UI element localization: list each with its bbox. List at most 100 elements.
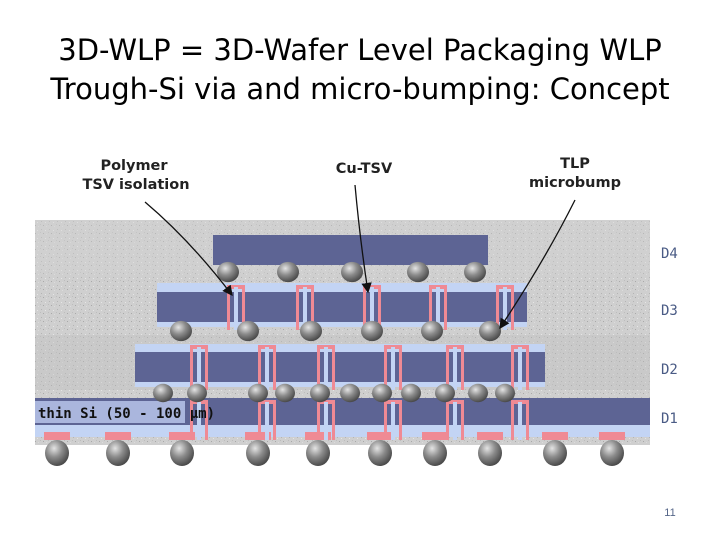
microbump [468,383,488,403]
tsv-liner-left [511,400,514,440]
die-d2-silicon [135,352,545,382]
tsv-liner-right [461,400,464,440]
bottom-pad [477,432,503,440]
solder-ball [106,440,130,466]
tsv-polymer-isolation [234,287,238,330]
tsv-polymer-isolation [265,402,269,440]
microbump [407,261,429,283]
tsv-polymer-isolation [265,347,269,390]
tsv-liner-left [511,345,514,390]
bottom-pad [422,432,448,440]
tsv-polymer-isolation [453,402,457,440]
solder-ball [306,440,330,466]
microbump [421,320,443,342]
microbump [300,320,322,342]
die-d3-polymer-bottom [157,322,527,327]
bottom-pad [169,432,195,440]
tsv-polymer-isolation [436,287,440,330]
microbump [248,383,268,403]
tsv-liner-left [446,345,449,390]
die-d3-silicon [157,292,527,322]
slide-title-line-1: 3D-WLP = 3D-Wafer Level Packaging WLP [58,33,662,67]
tsv-polymer-isolation [518,402,522,440]
microbump [435,383,455,403]
die-label-d3: D3 [661,303,678,319]
callout-arrow-polymer [144,201,233,297]
die-d4-silicon [213,235,488,265]
tsv-liner-right [378,285,381,330]
die-label-d1: D1 [661,411,678,427]
tsv-liner-right [332,345,335,390]
tsv-polymer-isolation [370,287,374,330]
tsv-liner-left [227,285,230,330]
solder-ball [600,440,624,466]
tsv-polymer-isolation [518,347,522,390]
tsv-polymer-isolation [391,402,395,440]
tsv-liner-left [317,400,320,440]
tsv-liner-right [311,285,314,330]
tsv-liner-right [242,285,245,330]
tsv-liner-right [273,345,276,390]
callout-arrow-tlp [499,199,576,330]
tsv-liner-right [461,345,464,390]
tsv-liner-right [205,345,208,390]
solder-ball [543,440,567,466]
tsv-liner-left [363,285,366,330]
bottom-pad [542,432,568,440]
tsv-polymer-isolation [453,347,457,390]
thin-si-label: thin Si (50 - 100 µm) [38,406,215,422]
tsv-liner-left [317,345,320,390]
tsv-liner-left [429,285,432,330]
tsv-liner-right [511,285,514,330]
tsv-polymer-isolation [197,347,201,390]
solder-ball [423,440,447,466]
die-d2-polymer [135,344,545,352]
microbump [277,261,299,283]
microbump [372,383,392,403]
slide-title-line-2: Trough-Si via and micro-bumping: Concept [50,72,670,106]
tsv-liner-right [332,400,335,440]
tsv-liner-left [384,400,387,440]
tsv-liner-right [399,345,402,390]
callout-cu-tsv: Cu-TSV [336,161,393,177]
microbump [237,320,259,342]
die-d2-polymer-bottom [135,382,545,387]
microbump [495,383,515,403]
tsv-liner-left [296,285,299,330]
tsv-polymer-isolation [324,402,328,440]
bottom-pad [367,432,393,440]
tsv-liner-right [526,400,529,440]
microbump [187,383,207,403]
tsv-polymer-isolation [303,287,307,330]
thin-si-label-box [35,401,185,423]
tsv-liner-right [273,400,276,440]
tsv-polymer-isolation [503,287,507,330]
tsv-liner-right [399,400,402,440]
callout-polymer-line2: TSV isolation [82,177,189,193]
microbump [153,383,173,403]
tsv-liner-left [258,345,261,390]
bottom-pad [105,432,131,440]
die-d3-polymer [157,283,527,292]
tsv-liner-right [526,345,529,390]
solder-ball [45,440,69,466]
microbump [341,261,363,283]
tsv-liner-left [384,345,387,390]
microbump [464,261,486,283]
tsv-polymer-isolation [197,402,201,440]
solder-ball [368,440,392,466]
microbump [479,320,501,342]
tsv-liner-left [496,285,499,330]
solder-ball [478,440,502,466]
microbump [361,320,383,342]
tsv-liner-left [190,400,193,440]
tsv-polymer-isolation [324,347,328,390]
bottom-pad [44,432,70,440]
solder-ball [170,440,194,466]
3d-wlp-cross-section-diagram: D4 D3 D2 D1 thin Si (50 - 100 µm) Polyme… [35,156,678,466]
tsv-liner-left [446,400,449,440]
tsv-liner-left [258,400,261,440]
solder-ball [246,440,270,466]
callout-tlp-line2: microbump [529,175,621,191]
die-label-d4: D4 [661,246,678,262]
